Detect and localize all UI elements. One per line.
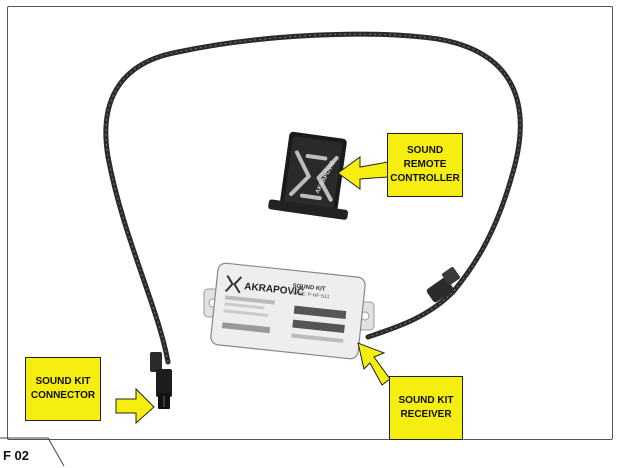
figure-label: F 02: [3, 448, 30, 463]
callout-receiver: SOUND KIT RECEIVER: [389, 376, 463, 440]
figure-frame: [7, 6, 613, 440]
callout-connector: SOUND KIT CONNECTOR: [25, 357, 101, 421]
inline-connector: [426, 267, 460, 303]
remote-controller-device: AKRAPOVIČ: [268, 131, 349, 220]
product-photo: AKRAPOVIČ AKRAPOVIČ SOUND KIT TYPE: P-HF…: [103, 31, 523, 425]
receiver-type-text: TYPE: P-HF-S11: [292, 290, 330, 300]
arrow-remote: [337, 156, 389, 190]
callout-remote: SOUND REMOTE CONTROLLER: [387, 133, 463, 197]
cable: [103, 31, 523, 365]
arrow-connector: [115, 387, 155, 425]
sound-kit-connector-plug: [150, 352, 172, 409]
figure-tab: [0, 437, 65, 467]
receiver-title-text: SOUND KIT: [292, 283, 326, 292]
arrow-receiver: [357, 342, 391, 386]
receiver-device: AKRAPOVIČ SOUND KIT TYPE: P-HF-S11: [203, 262, 375, 360]
